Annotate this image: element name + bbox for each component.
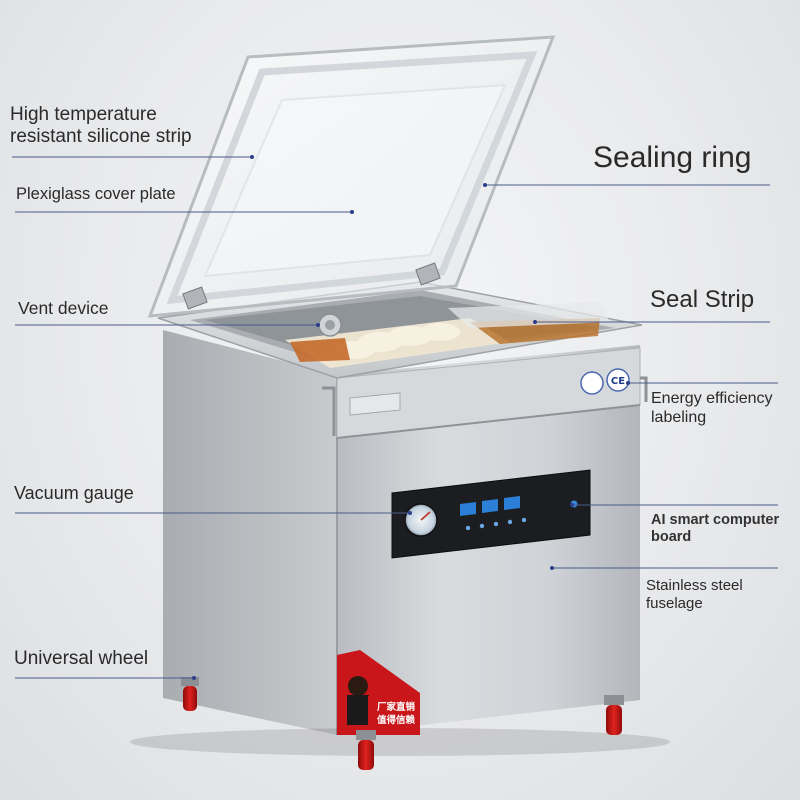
promo-badge-line-2: 值得信赖 [377,714,416,726]
vent-device [318,313,342,337]
callout-silicone-strip-line-2: resistant silicone strip [10,126,192,148]
callout-lines [12,155,778,680]
callout-silicone-strip-line-1: High temperature [10,104,157,125]
wheel-back-left [181,677,199,711]
callout-vent-device: Vent device [18,298,109,318]
callout-energy-label: Energy efficiency labeling [651,390,773,428]
callout-vacuum-gauge: Vacuum gauge [14,483,134,503]
control-panel [391,469,591,559]
callout-stainless-fuselage: Stainless steel fuselage [646,577,743,612]
callout-computer-board-line-2: board [651,529,692,546]
svg-text:CE: CE [611,376,625,387]
callout-stainless-fuselage-line-1: Stainless steel [646,577,743,594]
machine-body [130,330,670,756]
wheel-front-right [604,695,624,735]
promo-badge: 厂家直销 值得信赖 [337,650,420,735]
callout-computer-board: AI smart computer board [651,512,779,546]
callout-computer-board-line-1: AI smart computer [651,512,780,528]
callout-silicone-strip: High temperature resistant silicone stri… [10,104,192,149]
callout-energy-label-line-1: Energy efficiency [651,390,773,407]
promo-badge-line-1: 厂家直销 [377,701,416,713]
callout-universal-wheel: Universal wheel [14,648,149,669]
certification-logos: CE [580,368,630,395]
plexiglass-lid [147,35,556,318]
callout-energy-label-line-2: labeling [651,408,707,426]
callout-sealing-ring: Sealing ring [593,141,752,174]
wheel-front-left [356,730,376,770]
callout-seal-strip: Seal Strip [650,286,755,313]
callout-plexiglass-cover: Plexiglass cover plate [16,185,176,203]
brand-plate [349,392,401,416]
callout-stainless-fuselage-line-2: fuselage [646,594,703,612]
